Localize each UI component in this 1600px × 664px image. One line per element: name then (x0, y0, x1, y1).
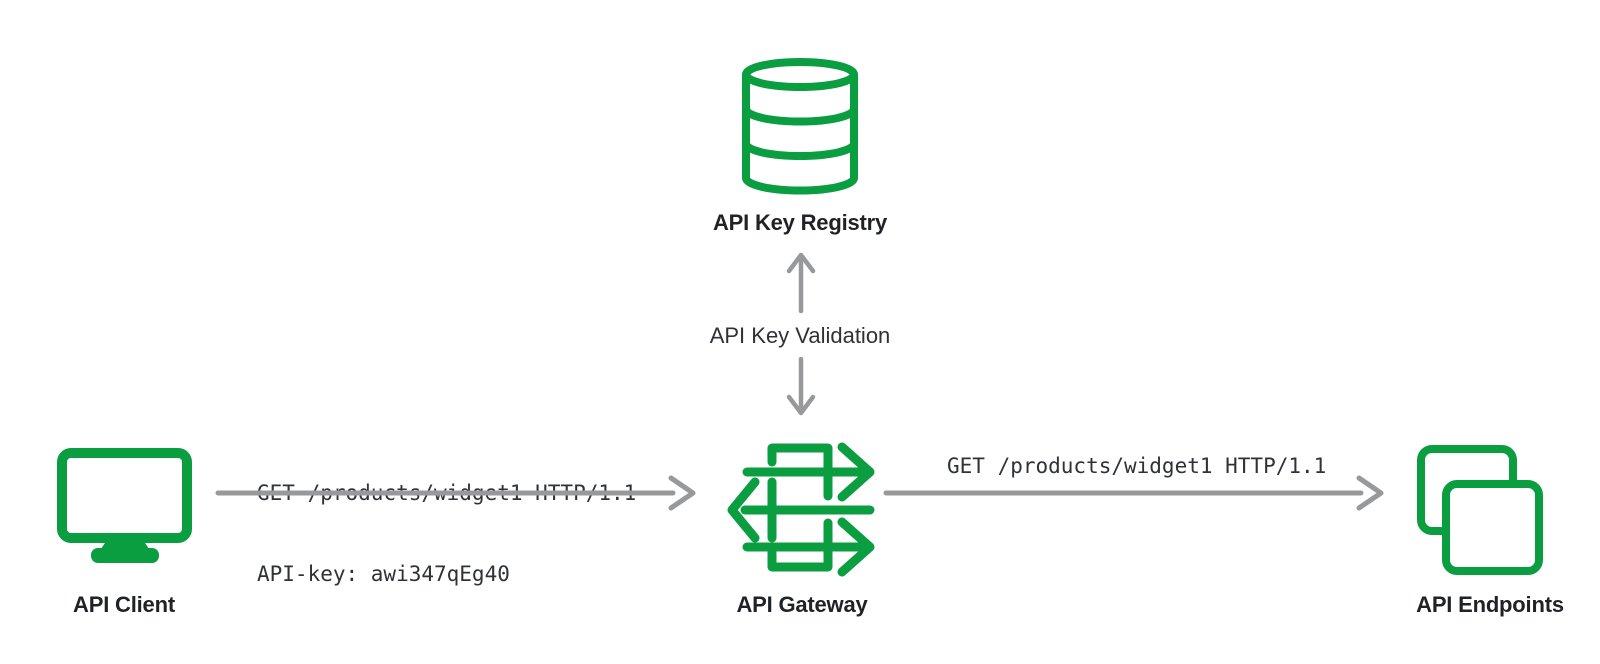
stacked-squares-icon (1417, 445, 1543, 575)
gateway-request-text: GET /products/widget1 HTTP/1.1 (947, 454, 1327, 478)
api-endpoints-label: API Endpoints (1416, 592, 1564, 617)
api-gateway-label: API Gateway (736, 592, 868, 617)
client-request-text: GET /products/widget1 HTTP/1.1 API-key: … (257, 426, 636, 642)
arrow-down-icon (786, 357, 816, 416)
database-icon (742, 58, 858, 195)
monitor-icon (57, 448, 192, 563)
arrow-right-client-to-gateway-icon (215, 475, 696, 511)
api-key-registry-label: API Key Registry (712, 210, 888, 235)
arrow-right-gateway-to-endpoints-icon (883, 475, 1384, 511)
arrow-up-icon (786, 252, 816, 314)
gateway-arrows-icon (727, 442, 875, 577)
api-key-validation-label: API Key Validation (709, 323, 891, 348)
client-request-line2: API-key: awi347qEg40 (257, 562, 510, 586)
api-client-label: API Client (73, 592, 175, 617)
